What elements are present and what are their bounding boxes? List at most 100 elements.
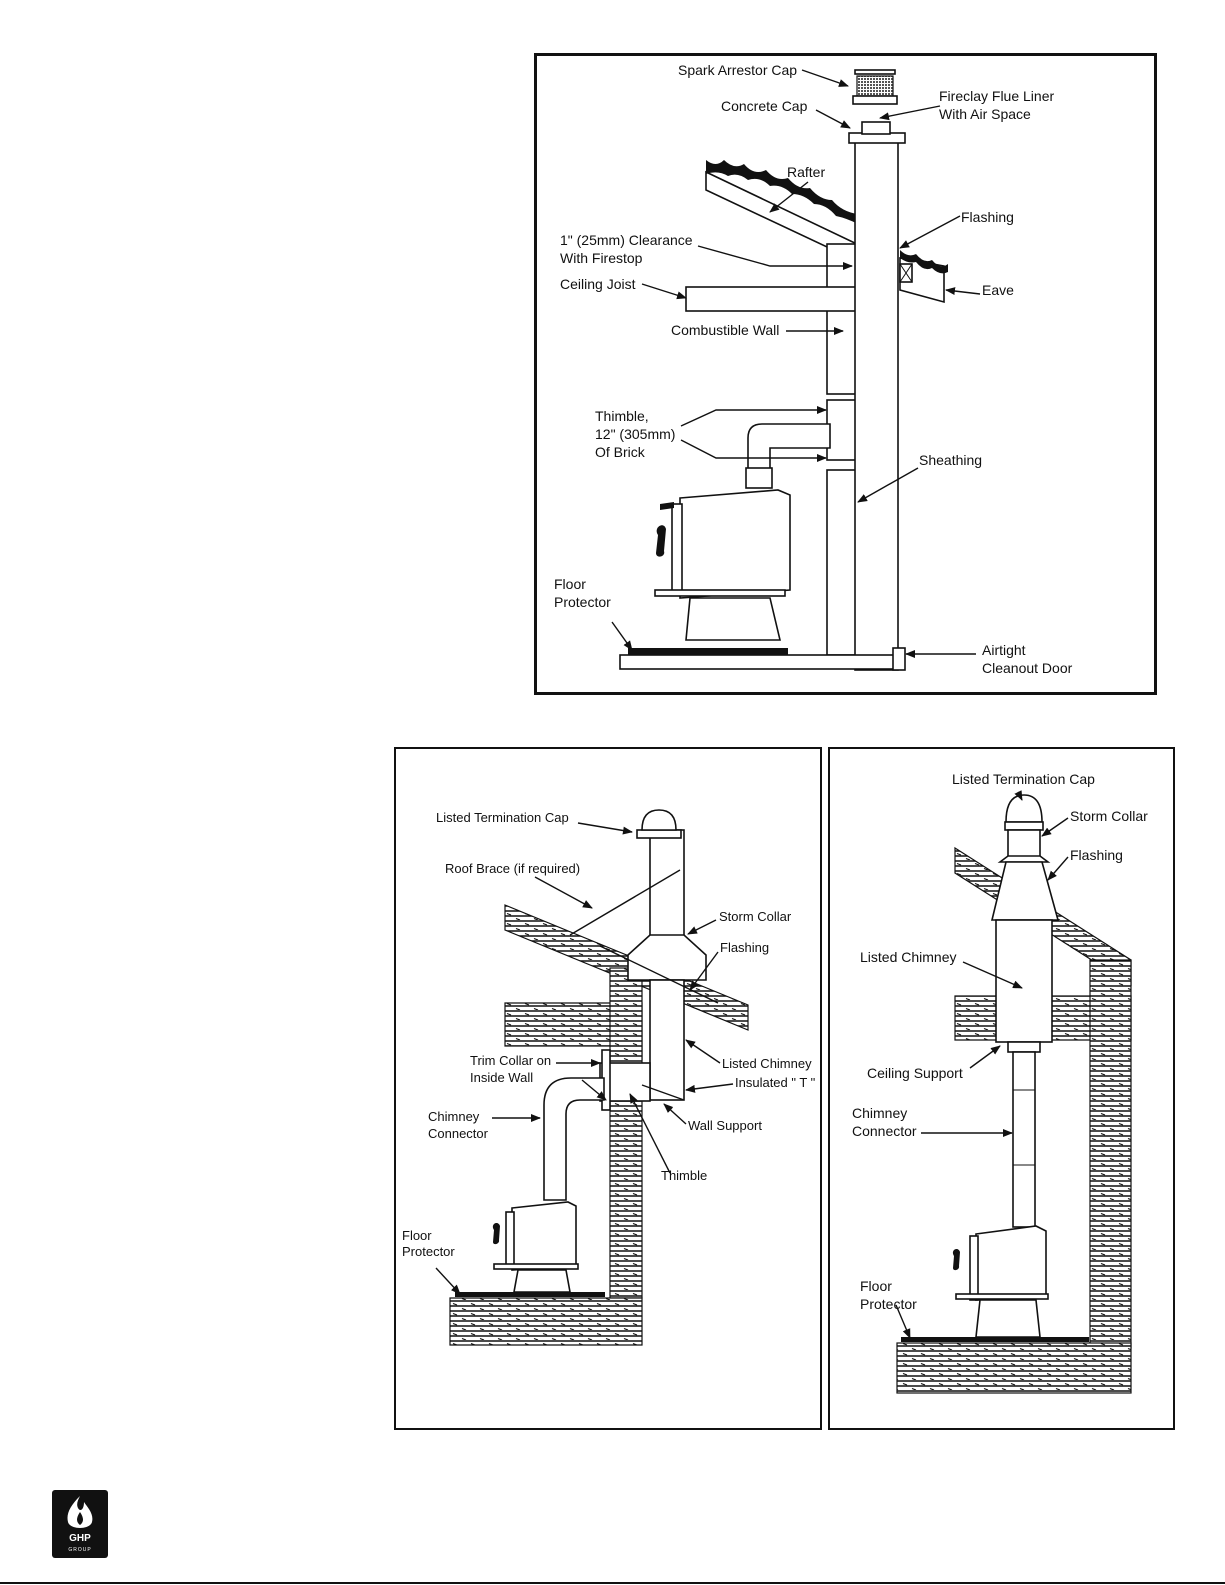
- masonry-chimney-diagram: Spark Arrestor Cap Concrete Cap Fireclay…: [554, 62, 1073, 676]
- label-cleanout-line2: Cleanout Door: [982, 660, 1073, 676]
- label-cleanout-line1: Airtight: [982, 642, 1026, 658]
- ceiling-joist-leader: [641, 283, 687, 300]
- label-combustible-wall: Combustible Wall: [671, 322, 779, 338]
- trim-collar-leader-2: [581, 1079, 607, 1101]
- label-floor-line1: Floor: [554, 576, 586, 592]
- roof-brace-leader: [534, 876, 593, 909]
- ceiling-joist: [685, 286, 858, 312]
- ceiling-support-leader: [969, 1045, 1001, 1069]
- concrete-cap-leader: [815, 109, 851, 129]
- wood-stove-left: [492, 1201, 579, 1293]
- label-insulated-t: Insulated " T ": [735, 1075, 816, 1090]
- label-listed-chimney-right: Listed Chimney: [860, 949, 957, 965]
- flashing-leader-left: [689, 951, 719, 991]
- label-clearance-line1: 1" (25mm) Clearance: [560, 232, 693, 248]
- label-clearance-line2: With Firestop: [560, 250, 643, 266]
- flue-liner-leader: [879, 105, 941, 121]
- floor-protector-leader-left: [435, 1267, 461, 1295]
- left-diagram-frame: [394, 747, 822, 1430]
- label-floor-right-line1: Floor: [860, 1278, 892, 1294]
- logo-brand: GHP: [69, 1533, 91, 1544]
- label-connector-right-line2: Connector: [852, 1123, 917, 1139]
- floor-protector: [628, 648, 788, 655]
- through-ceiling-chimney-diagram: Listed Termination Cap Storm Collar Flas…: [852, 771, 1148, 1394]
- label-flashing-right: Flashing: [1070, 847, 1123, 863]
- label-trim-line2: Inside Wall: [470, 1070, 533, 1085]
- label-connector-right-line1: Chimney: [852, 1105, 907, 1121]
- wood-stove: [654, 489, 791, 641]
- thimble-leader-left: [629, 1093, 671, 1174]
- bottom-rule: [0, 1582, 1225, 1584]
- label-floor-left-line1: Floor: [402, 1228, 432, 1243]
- label-connector-left-line2: Connector: [428, 1126, 489, 1141]
- side-wall-right: [1089, 959, 1132, 1349]
- listed-chimney-leader: [685, 1039, 721, 1064]
- spark-arrestor-cap: [852, 69, 898, 105]
- listed-chimney-left: [627, 809, 707, 1101]
- storm-collar-leader-right: [1041, 817, 1069, 837]
- listed-chimney-right: [990, 794, 1060, 1053]
- label-floor-right-line2: Protector: [860, 1296, 917, 1312]
- termination-cap-leader: [577, 822, 633, 835]
- label-spark-arrestor-cap: Spark Arrestor Cap: [678, 62, 797, 78]
- insulated-t-leader: [685, 1083, 734, 1093]
- roof-brace: [569, 869, 681, 936]
- thimble-brick: [826, 399, 857, 461]
- flashing-plate: [599, 945, 719, 1004]
- label-concrete-cap: Concrete Cap: [721, 98, 808, 114]
- listed-chimney-leader-right: [962, 961, 1023, 989]
- flashing-leader: [899, 215, 961, 249]
- label-thimble-line3: Of Brick: [595, 444, 646, 460]
- floor-protector-left: [455, 1292, 605, 1297]
- floor-slab: [449, 1297, 643, 1346]
- wood-stove-right: [952, 1225, 1049, 1338]
- right-diagram-frame: [828, 747, 1175, 1430]
- thimble-leader-top: [680, 406, 827, 427]
- label-floor-left-line2: Protector: [402, 1244, 455, 1259]
- exterior-wall: [609, 967, 643, 1299]
- flue-liner-top: [861, 121, 891, 135]
- label-fireclay-line1: Fireclay Flue Liner: [939, 88, 1054, 104]
- through-wall-chimney-diagram: Listed Termination Cap Roof Brace (if re…: [402, 809, 816, 1346]
- label-termination-cap-left: Listed Termination Cap: [436, 810, 569, 825]
- clearance-leader: [697, 245, 853, 270]
- eave-leader: [945, 287, 981, 296]
- label-termination-cap-right: Listed Termination Cap: [952, 771, 1095, 787]
- label-thimble-left: Thimble: [661, 1168, 707, 1183]
- label-flashing: Flashing: [961, 209, 1014, 225]
- ghp-group-logo: GHP GROUP: [52, 1490, 108, 1558]
- label-storm-collar-right: Storm Collar: [1070, 808, 1148, 824]
- label-thimble-line1: Thimble,: [595, 408, 649, 424]
- storm-collar-leader-left: [687, 919, 717, 935]
- thimble-leader-bottom: [680, 439, 827, 462]
- wall-support: [641, 1084, 685, 1101]
- flame-icon: [67, 1496, 93, 1528]
- cleanout-door: [892, 647, 906, 671]
- label-thimble-line2: 12" (305mm): [595, 426, 675, 442]
- label-ceiling-support: Ceiling Support: [867, 1065, 963, 1081]
- rafter-leader: [769, 181, 809, 213]
- label-connector-left-line1: Chimney: [428, 1109, 480, 1124]
- termination-cap-leader-right: [1014, 790, 1023, 801]
- wall-support-leader: [663, 1103, 687, 1125]
- floor-protector-leader-right: [895, 1304, 911, 1339]
- label-trim-line1: Trim Collar on: [470, 1053, 551, 1068]
- label-rafter: Rafter: [787, 164, 825, 180]
- sheathing-leader: [857, 467, 919, 503]
- label-floor-line2: Protector: [554, 594, 611, 610]
- top-diagram-frame: [534, 53, 1157, 695]
- flashing-leader-right: [1047, 856, 1069, 881]
- label-listed-chimney-left: Listed Chimney: [722, 1056, 812, 1071]
- floor-slab-right: [896, 1342, 1132, 1394]
- label-wall-support: Wall Support: [688, 1118, 762, 1133]
- label-eave: Eave: [982, 282, 1014, 298]
- label-roof-brace: Roof Brace (if required): [445, 861, 580, 876]
- label-flashing-left: Flashing: [720, 940, 769, 955]
- label-fireclay-line2: With Air Space: [939, 106, 1031, 122]
- label-sheathing: Sheathing: [919, 452, 982, 468]
- masonry-chimney: [854, 139, 899, 671]
- eave: [899, 250, 948, 304]
- floor-protector-leader: [611, 621, 633, 651]
- label-storm-collar-left: Storm Collar: [719, 909, 792, 924]
